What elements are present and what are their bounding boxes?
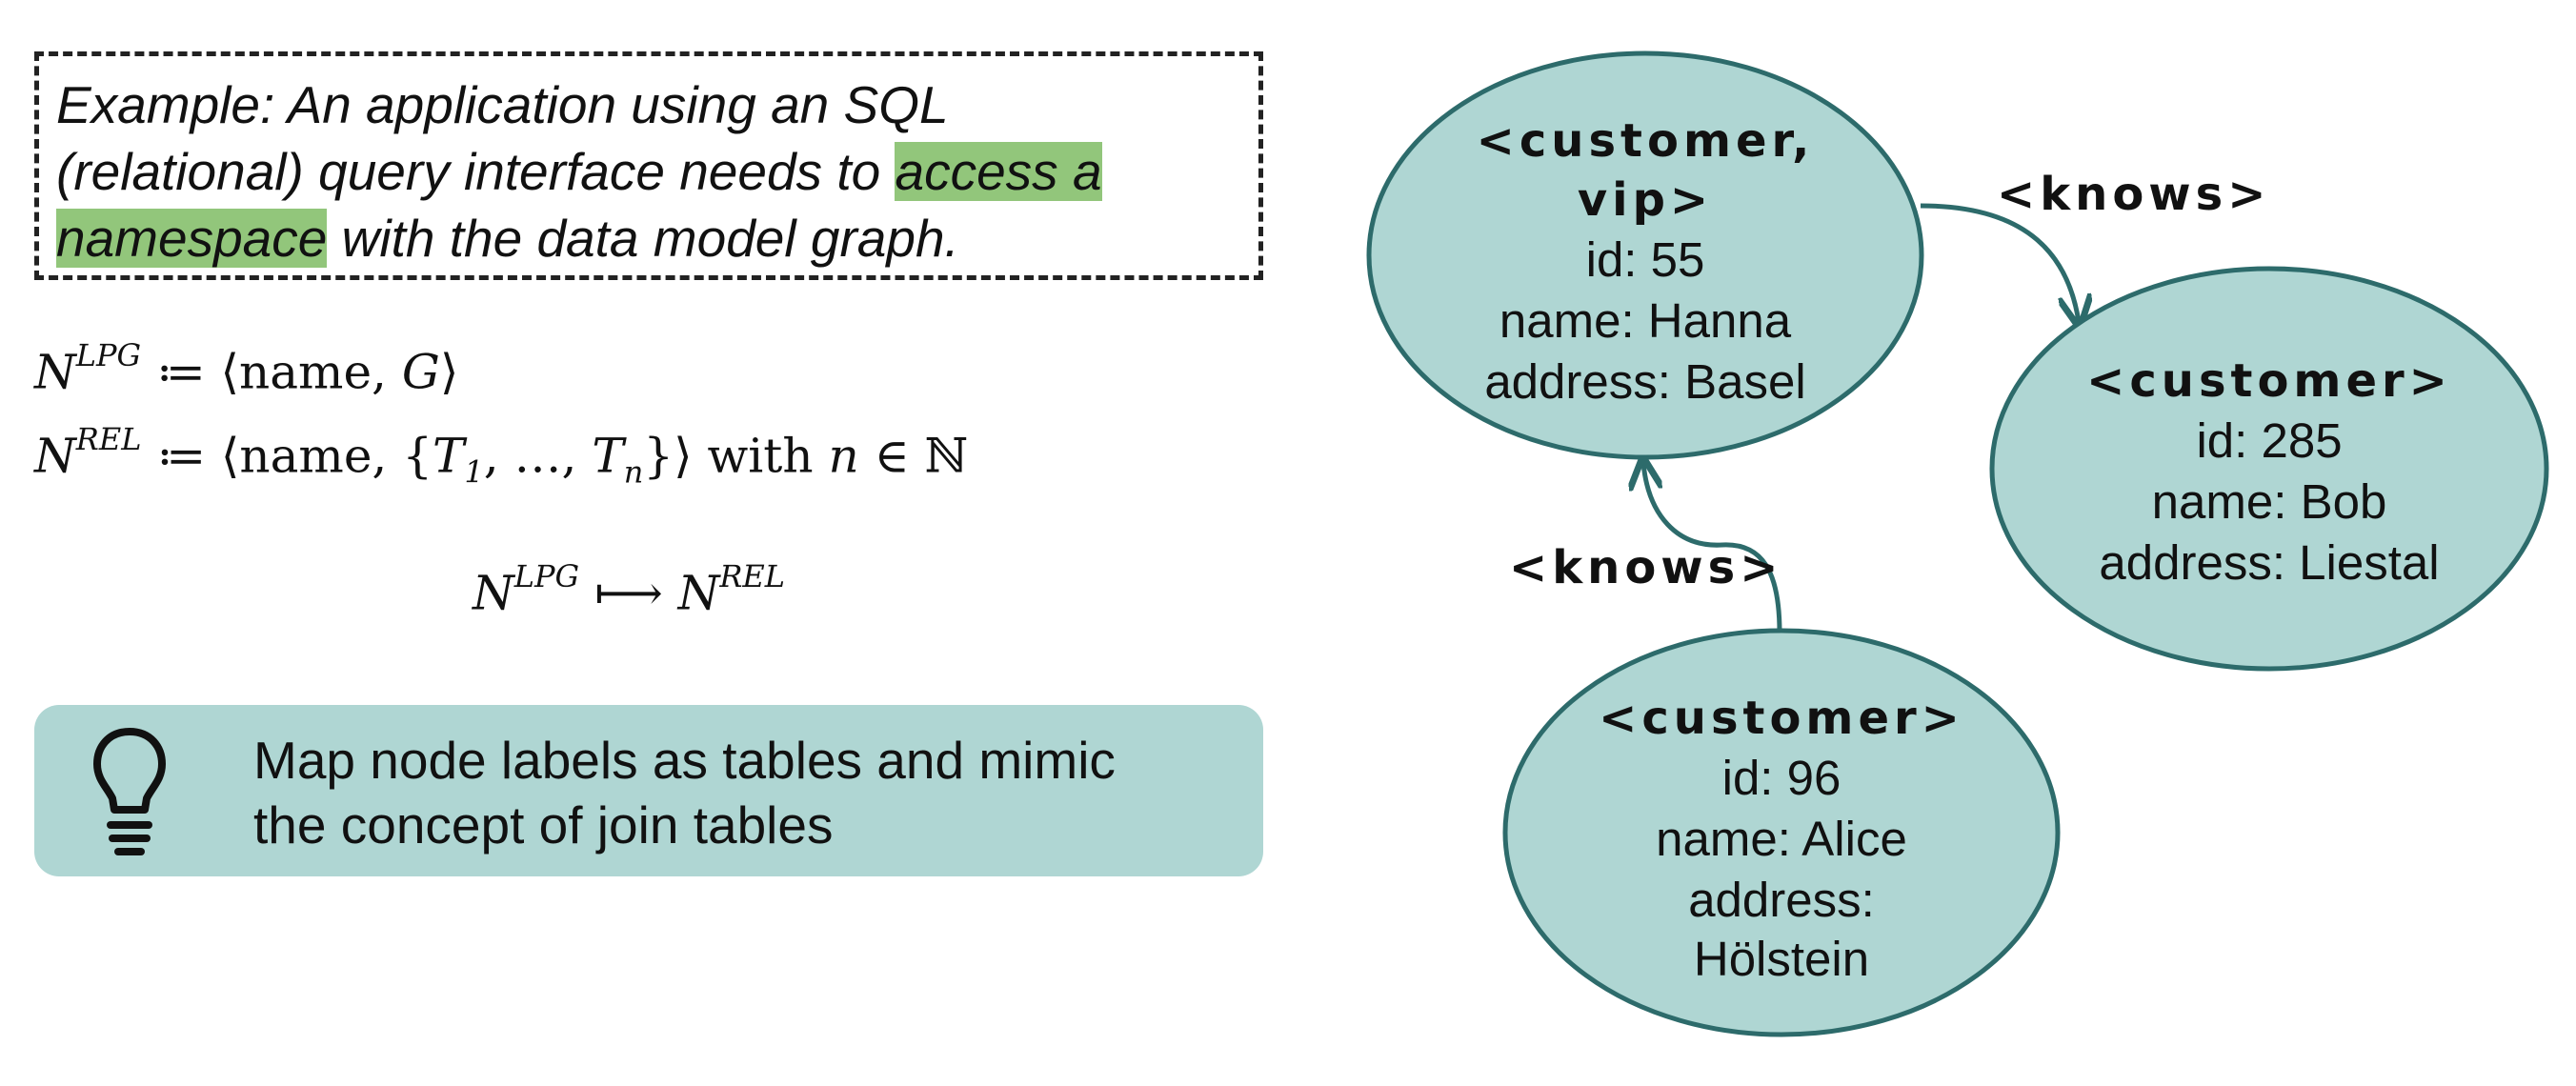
node-type-line-1: <customer> bbox=[2086, 354, 2452, 408]
node-prop: address: bbox=[1688, 873, 1875, 927]
node-prop: name: Bob bbox=[2152, 474, 2387, 529]
node-type-line-2: vip> bbox=[1578, 173, 1713, 227]
example-line-2: (relational) query interface needs to bbox=[56, 142, 896, 201]
example-box: Example: An application using an SQL (re… bbox=[34, 51, 1263, 280]
edge-label-knows-1: <knows> bbox=[1997, 168, 2270, 221]
node-type-line-1: <customer, bbox=[1477, 114, 1815, 168]
example-line-3: with the data model graph. bbox=[327, 209, 959, 268]
rel-superscript: REL bbox=[75, 421, 142, 457]
example-line-1: Example: An application using an SQL bbox=[56, 75, 949, 134]
highlight-access: access a bbox=[895, 142, 1102, 201]
formula-rel: NREL ≔ ⟨name, {T1, …, Tn}⟩ with n ∈ ℕ bbox=[34, 421, 969, 491]
lpg-superscript: LPG bbox=[75, 337, 142, 373]
node-prop: name: Hanna bbox=[1499, 293, 1792, 348]
node-prop: id: 96 bbox=[1722, 751, 1841, 805]
node-type-line-1: <customer> bbox=[1599, 692, 1964, 745]
lightbulb-icon bbox=[93, 728, 166, 855]
tip-box: Map node labels as tables and mimic the … bbox=[34, 705, 1263, 876]
node-prop: address: Liestal bbox=[2099, 535, 2439, 590]
example-text: Example: An application using an SQL (re… bbox=[56, 71, 1239, 272]
node-prop: name: Alice bbox=[1656, 812, 1907, 866]
node-alice: <customer> id: 96 name: Alice address: H… bbox=[1502, 628, 2061, 1037]
node-prop: Hölstein bbox=[1694, 932, 1869, 986]
node-prop: id: 285 bbox=[2196, 413, 2342, 468]
node-bob: <customer> id: 285 name: Bob address: Li… bbox=[1989, 266, 2549, 672]
node-hanna: <customer, vip> id: 55 name: Hanna addre… bbox=[1366, 50, 1924, 460]
node-prop: address: Basel bbox=[1484, 354, 1805, 409]
edge-alice-hanna bbox=[1643, 463, 1782, 634]
formula-lpg: NLPG ≔ ⟨name, G⟩ bbox=[34, 337, 459, 400]
highlight-namespace: namespace bbox=[56, 209, 328, 268]
edge-hanna-bob bbox=[1920, 203, 2079, 322]
node-prop: id: 55 bbox=[1586, 232, 1705, 287]
tip-text: Map node labels as tables and mimic the … bbox=[253, 731, 1116, 855]
formula-mapping: NLPG ⟼ NREL bbox=[473, 558, 786, 621]
edge-label-knows-2: <knows> bbox=[1509, 541, 1782, 594]
